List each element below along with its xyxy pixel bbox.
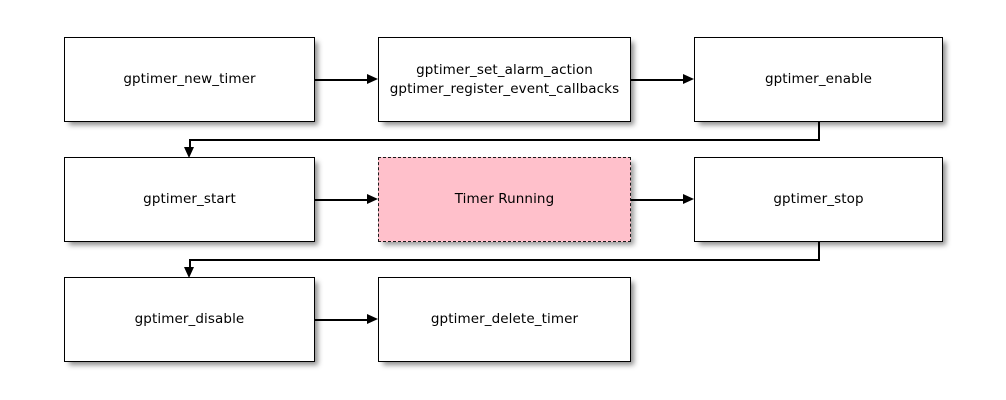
node-label: gptimer_start — [143, 191, 236, 207]
edge-enable-to-start-segment-down-right — [818, 122, 820, 141]
node-gptimer-delete-timer[interactable]: gptimer_delete_timer — [378, 277, 631, 362]
edge-running-to-stop-arrowhead — [683, 194, 694, 204]
edge-stop-to-disable-arrowhead — [184, 267, 194, 278]
edge-set-alarm-to-enable-arrowhead — [683, 74, 694, 84]
edge-start-to-running-arrowhead — [367, 194, 378, 204]
node-label: gptimer_set_alarm_action gptimer_registe… — [389, 61, 620, 97]
node-gptimer-enable[interactable]: gptimer_enable — [694, 37, 943, 122]
edge-enable-to-start-segment-down-left — [189, 139, 191, 149]
edge-new-timer-to-set-alarm-line — [315, 79, 367, 81]
node-label: gptimer_disable — [134, 311, 245, 327]
node-gptimer-set-alarm-action[interactable]: gptimer_set_alarm_action gptimer_registe… — [378, 37, 631, 122]
edge-stop-to-disable-segment-down-right — [818, 242, 820, 261]
node-gptimer-stop[interactable]: gptimer_stop — [694, 157, 943, 242]
node-label: Timer Running — [454, 191, 555, 207]
edge-start-to-running-line — [315, 199, 367, 201]
edge-stop-to-disable-segment-horizontal — [189, 259, 820, 261]
edge-disable-to-delete-timer-arrowhead — [367, 314, 378, 324]
edge-enable-to-start-arrowhead — [184, 147, 194, 158]
node-label: gptimer_delete_timer — [430, 311, 579, 327]
node-label: gptimer_enable — [764, 71, 873, 87]
node-gptimer-start[interactable]: gptimer_start — [64, 157, 315, 242]
edge-running-to-stop-line — [631, 199, 683, 201]
node-timer-running[interactable]: Timer Running — [378, 157, 631, 242]
node-label: gptimer_stop — [773, 191, 864, 207]
edge-disable-to-delete-timer-line — [315, 319, 367, 321]
node-label: gptimer_new_timer — [123, 71, 256, 87]
node-gptimer-disable[interactable]: gptimer_disable — [64, 277, 315, 362]
edge-set-alarm-to-enable-line — [631, 79, 683, 81]
edge-enable-to-start-segment-horizontal — [189, 139, 820, 141]
node-gptimer-new-timer[interactable]: gptimer_new_timer — [64, 37, 315, 122]
edge-stop-to-disable-segment-down-left — [189, 259, 191, 269]
edge-new-timer-to-set-alarm-arrowhead — [367, 74, 378, 84]
